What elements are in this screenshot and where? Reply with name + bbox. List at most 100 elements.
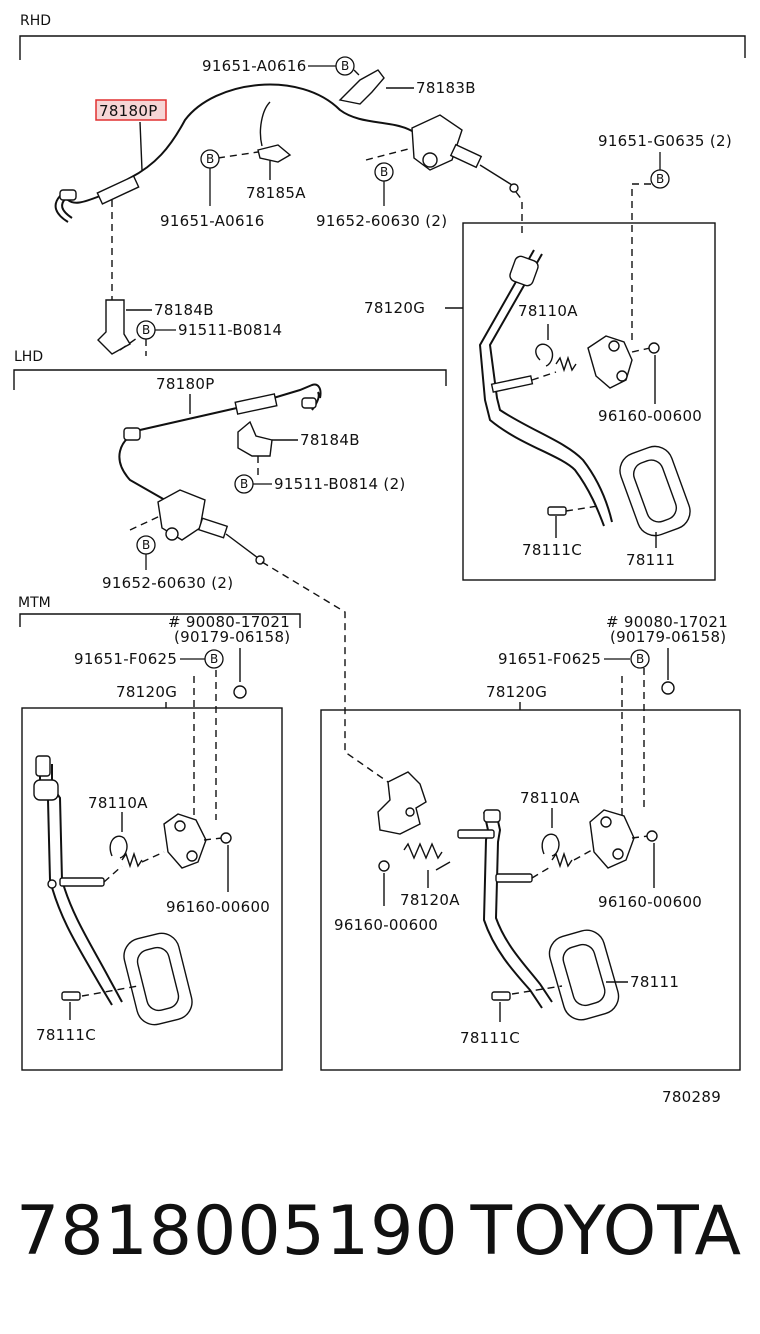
lhd-bolt-badge[interactable]: B (234, 474, 254, 494)
mtm-right-screw-badge[interactable]: B (630, 649, 650, 669)
mtm-right-spring (541, 833, 560, 857)
mtm-right-pedal-pad (548, 929, 620, 1021)
rhd-cable-sleeve (96, 175, 140, 205)
svg-text:B: B (206, 152, 214, 166)
mtm-right-spring2-label[interactable]: 78120A (400, 891, 460, 909)
rhd-nut-label[interactable]: 96160-00600 (598, 407, 702, 425)
mtm-right-nut-label[interactable]: 96160-00600 (598, 893, 702, 911)
rhd-pedal-pad (619, 445, 691, 537)
mtm-right-pin-label[interactable]: 78111C (460, 1029, 520, 1047)
mtm-right-pad-label[interactable]: 78111 (630, 973, 679, 991)
rhd-screw-box-label[interactable]: 91651-G0635 (2) (598, 132, 732, 150)
svg-text:B: B (636, 652, 644, 666)
lhd-group: 78180P 78184B B 91511-B0814 (2) B 91652-… (102, 375, 406, 783)
lhd-cable-mount (157, 489, 206, 541)
mtm-right-nut (646, 830, 658, 842)
mtm-right-screw-label[interactable]: 91651-F0625 (498, 650, 601, 668)
lhd-bracket-label[interactable]: 78184B (300, 431, 360, 449)
rhd-clip-label[interactable]: 78185A (246, 184, 306, 202)
rhd-pad-label[interactable]: 78111 (626, 551, 675, 569)
mtm-right-pedal-arm (482, 811, 543, 1009)
lhd-cable-label[interactable]: 78180P (156, 375, 215, 393)
rhd-cable-highlight (95, 99, 167, 121)
rhd-spring (535, 343, 554, 367)
mtm-right-ref1[interactable]: # 90080-17021 (606, 613, 728, 631)
mtm-right-spring-label[interactable]: 78110A (520, 789, 580, 807)
mtm-left-assy-label[interactable]: 78120G (116, 683, 177, 701)
svg-text:B: B (656, 172, 664, 186)
mtm-left-ref2[interactable]: (90179-06158) (174, 628, 290, 646)
rhd-screw-top-badge[interactable]: B (335, 56, 355, 76)
section-mtm-label: MTM (18, 595, 51, 611)
rhd-cable-end (59, 189, 77, 201)
footer: 7818005190 TOYOTA (0, 1180, 760, 1300)
rhd-pedal-box (462, 222, 716, 581)
mtm-left-box (21, 707, 283, 1071)
rhd-pin (547, 506, 567, 516)
mtm-left-nut (220, 832, 232, 844)
section-rhd-bracket (19, 35, 746, 60)
rhd-pin-label[interactable]: 78111C (522, 541, 582, 559)
svg-text:B: B (240, 477, 248, 491)
rhd-screw-mid-label[interactable]: 91651-A0616 (160, 212, 265, 230)
mtm-left-spring (109, 835, 128, 859)
parts-diagram: RHD LHD MTM 78180P 91651-A0616 B 78183B … (13, 13, 746, 1106)
mtm-left-screw-label[interactable]: 91651-F0625 (74, 650, 177, 668)
lhd-bolt-label[interactable]: 91511-B0814 (2) (274, 475, 406, 493)
rhd-screw-right-badge[interactable]: B (374, 162, 394, 182)
mtm-left-pedal-pad (123, 932, 193, 1026)
rhd-screw-right-label[interactable]: 91652-60630 (2) (316, 212, 447, 230)
footer-brand: TOYOTA (470, 1192, 742, 1271)
lhd-screw-label[interactable]: 91652-60630 (2) (102, 574, 233, 592)
rhd-spring-label[interactable]: 78110A (518, 302, 578, 320)
rhd-clip (257, 144, 292, 163)
rhd-screw-box-badge[interactable]: B (650, 169, 670, 189)
mtm-right-assy-label[interactable]: 78120G (486, 683, 547, 701)
svg-text:B: B (341, 59, 349, 73)
mtm-right-lhd-bracket (377, 771, 427, 835)
section-lhd-label: LHD (14, 349, 43, 365)
section-mtm-bracket (19, 613, 301, 628)
mtm-left-bracket (163, 813, 207, 869)
rhd-screw-top-label[interactable]: 91651-A0616 (202, 57, 307, 75)
lhd-screw-badge[interactable]: B (136, 535, 156, 555)
rhd-bracket-78183B (338, 69, 385, 105)
svg-text:B: B (142, 323, 150, 337)
rhd-nut (648, 342, 660, 354)
rhd-pedal-arm (478, 249, 605, 527)
mtm-left-group: # 90080-17021 (90179-06158) 91651-F0625 … (21, 613, 290, 1071)
section-lhd-bracket (13, 369, 447, 390)
mtm-left-pedal-arm (39, 764, 113, 1006)
mtm-left-screw-badge[interactable]: B (204, 649, 224, 669)
rhd-box-assy-label[interactable]: 78120G (364, 299, 425, 317)
rhd-bolt-low-badge[interactable]: B (136, 320, 156, 340)
footer-part-number: 7818005190 (16, 1192, 459, 1271)
mtm-right-bracket (589, 809, 635, 869)
mtm-right-ref2[interactable]: (90179-06158) (610, 628, 726, 646)
rhd-screw-mid-badge[interactable]: B (200, 149, 220, 169)
diagram-code: 780289 (662, 1088, 721, 1106)
svg-text:B: B (380, 165, 388, 179)
mtm-right-box (320, 709, 741, 1071)
rhd-bracket-top-label[interactable]: 78183B (416, 79, 476, 97)
lhd-bracket (237, 420, 273, 457)
mtm-right-spring2 (403, 842, 443, 860)
rhd-bolt-low-label[interactable]: 91511-B0814 (178, 321, 282, 339)
lhd-cable (118, 383, 322, 501)
mtm-left-nut-label[interactable]: 96160-00600 (166, 898, 270, 916)
mtm-left-spring-label[interactable]: 78110A (88, 794, 148, 812)
mtm-left-pin (61, 991, 81, 1001)
mtm-left-nut-top (233, 685, 247, 699)
svg-text:B: B (142, 538, 150, 552)
rhd-bracket-low-label[interactable]: 78184B (154, 301, 214, 319)
rhd-cable-label[interactable]: 78180P (99, 102, 158, 120)
mtm-right-pin (491, 991, 511, 1001)
mtm-right-nut-left (378, 860, 390, 872)
svg-text:B: B (210, 652, 218, 666)
mtm-left-pin-label[interactable]: 78111C (36, 1026, 96, 1044)
mtm-left-ref1[interactable]: # 90080-17021 (168, 613, 290, 631)
mtm-right-group: # 90080-17021 (90179-06158) 91651-F0625 … (320, 613, 741, 1071)
section-rhd-label: RHD (20, 13, 51, 29)
rhd-group: 78180P 91651-A0616 B 78183B 78185A B 916… (54, 56, 732, 581)
mtm-right-nut-left-label[interactable]: 96160-00600 (334, 916, 438, 934)
